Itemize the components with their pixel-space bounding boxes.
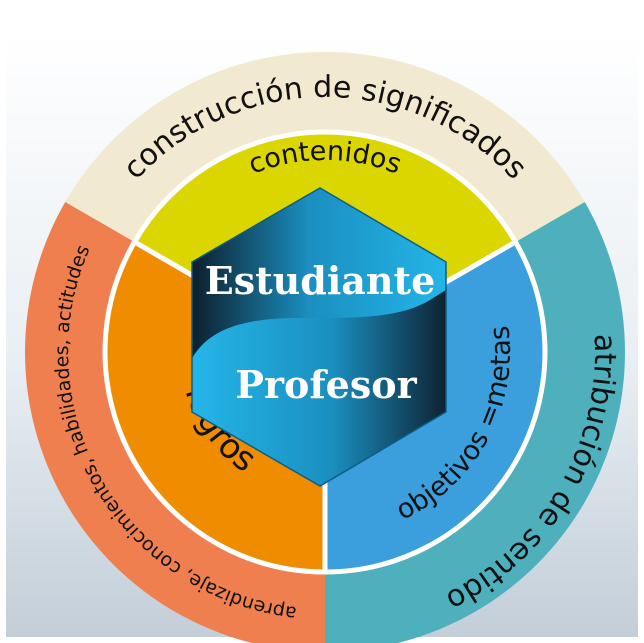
hexagon-outline <box>191 187 447 487</box>
outer-segment-top <box>65 52 585 243</box>
outer-segment-left <box>25 202 325 643</box>
center-label-top: Estudiante <box>205 258 436 303</box>
center-label-bottom: Profesor <box>235 362 417 407</box>
hexagon-bottom-wave <box>192 286 446 486</box>
outer-segment-right <box>325 202 625 643</box>
